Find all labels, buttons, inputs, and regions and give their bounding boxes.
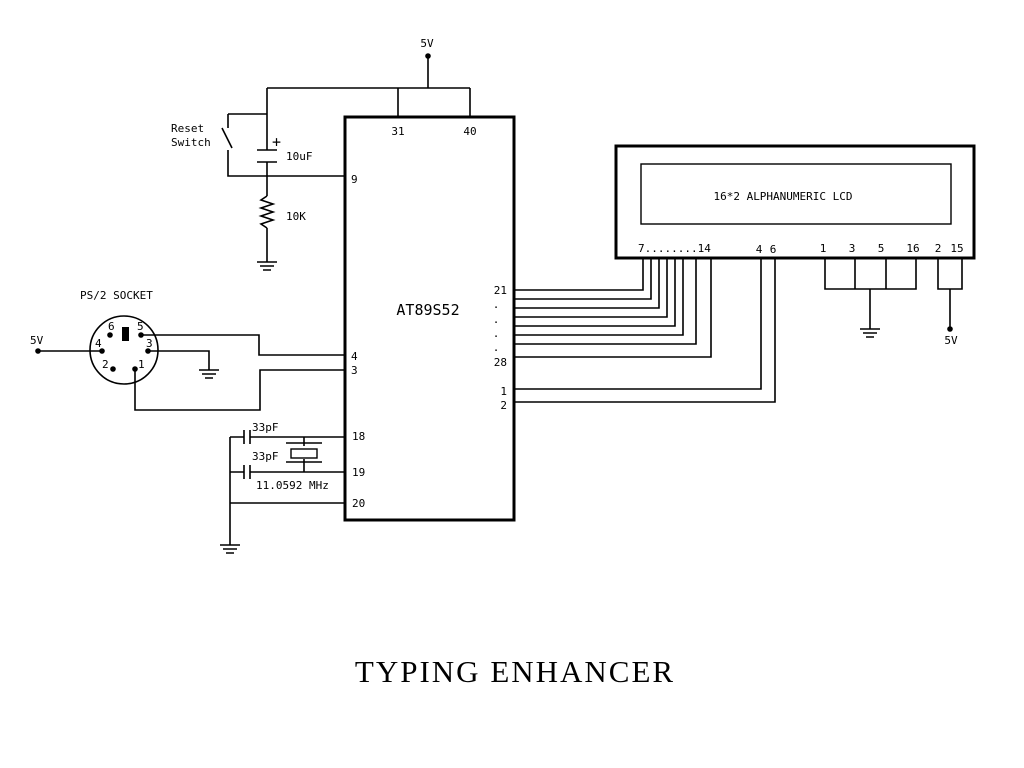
osc-caps	[243, 430, 251, 479]
lcd-pin-3: 3	[849, 242, 856, 255]
ground-icon	[860, 328, 880, 338]
ps2-wires	[38, 334, 345, 411]
reset-capacitor	[257, 149, 277, 163]
lcd-pin-5: 5	[878, 242, 885, 255]
lcd-pin-2: 2	[935, 242, 942, 255]
osc-wires	[229, 436, 345, 545]
ground-icon	[220, 544, 240, 554]
lcd-pin-1: 1	[820, 242, 827, 255]
lcd-pin-16: 16	[906, 242, 919, 255]
power-and-reset: 5V Reset Switch + 10uF 10K	[171, 37, 471, 271]
osc-cap1-label: 33pF	[252, 421, 279, 434]
lcd-control-wires	[514, 258, 776, 403]
reset-resistor	[258, 195, 276, 229]
mcu-bus-dot: .	[493, 298, 500, 311]
osc-cap2-label: 33pF	[252, 450, 279, 463]
mcu-pin-19: 19	[352, 466, 365, 479]
ps2-supply-label: 5V	[30, 334, 44, 347]
crystal-body	[290, 448, 318, 459]
oscillator: 33pF 33pF 11.0592 MHz	[220, 421, 345, 554]
mcu-name: AT89S52	[396, 301, 459, 319]
mcu-pin-28: 28	[494, 356, 507, 369]
lcd-pin-15: 15	[950, 242, 963, 255]
ps2-connector-body	[89, 315, 159, 385]
ps2-socket: PS/2 SOCKET 6 5 4 3 2 1 5V	[30, 289, 345, 411]
lcd-supply-label: 5V	[944, 334, 958, 347]
mcu-pin-4: 4	[351, 350, 358, 363]
ps2-pin-5: 5	[137, 320, 144, 333]
reset-resistor-label: 10K	[286, 210, 306, 223]
mcu-pin-21: 21	[494, 284, 507, 297]
page-title: TYPING ENHANCER	[355, 654, 675, 689]
supply-wire	[267, 56, 471, 117]
mcu-pin-18: 18	[352, 430, 365, 443]
ps2-pin	[107, 332, 113, 338]
crystal-label: 11.0592 MHz	[256, 479, 329, 492]
ps2-title: PS/2 SOCKET	[80, 289, 153, 302]
mcu-pin-20: 20	[352, 497, 365, 510]
mcu-pin-9: 9	[351, 173, 358, 186]
mcu-pin-1: 1	[500, 385, 507, 398]
ps2-pin-4: 4	[95, 337, 102, 350]
reset-switch-label: Switch	[171, 136, 211, 149]
ground-icon	[257, 261, 277, 271]
reset-capacitor-label: 10uF	[286, 150, 313, 163]
ps2-pin-1: 1	[138, 358, 145, 371]
capacitor-polarity: +	[272, 133, 281, 151]
mcu-body	[343, 115, 516, 522]
crystal-plates	[286, 442, 322, 463]
mcu-pin-40: 40	[463, 125, 476, 138]
lcd-body	[614, 144, 976, 260]
lcd-supply-node	[947, 326, 953, 332]
lcd-screen	[640, 163, 952, 225]
data-bus-wires	[514, 258, 712, 358]
mcu-bus-dot: .	[493, 313, 500, 326]
mcu-pin-3: 3	[351, 364, 358, 377]
ps2-pin-6: 6	[108, 320, 115, 333]
ps2-pin	[110, 366, 116, 372]
mcu-bus-dot: .	[493, 341, 500, 354]
reset-switch-label: Reset	[171, 122, 204, 135]
microcontroller: AT89S52 31 40 9 4 3 18 19 20 21 . . . . …	[343, 115, 516, 522]
lcd-pin-4: 4	[756, 243, 763, 256]
lcd-module: 16*2 ALPHANUMERIC LCD 7........14 4 6 1 …	[514, 144, 976, 403]
lcd-supply-wires	[937, 258, 963, 329]
reset-wire	[221, 88, 345, 262]
lcd-pin-6: 6	[770, 243, 777, 256]
ps2-pin-2: 2	[102, 358, 109, 371]
lcd-data-pins: 7........14	[638, 242, 711, 255]
mcu-pin-31: 31	[391, 125, 404, 138]
mcu-bus-dot: .	[493, 327, 500, 340]
ps2-key	[122, 327, 129, 341]
lcd-name: 16*2 ALPHANUMERIC LCD	[713, 190, 852, 203]
supply-label: 5V	[420, 37, 434, 50]
mcu-pin-2: 2	[500, 399, 507, 412]
lcd-ground-wires	[824, 258, 917, 329]
ps2-pin-3: 3	[146, 337, 153, 350]
ground-icon	[199, 369, 219, 379]
